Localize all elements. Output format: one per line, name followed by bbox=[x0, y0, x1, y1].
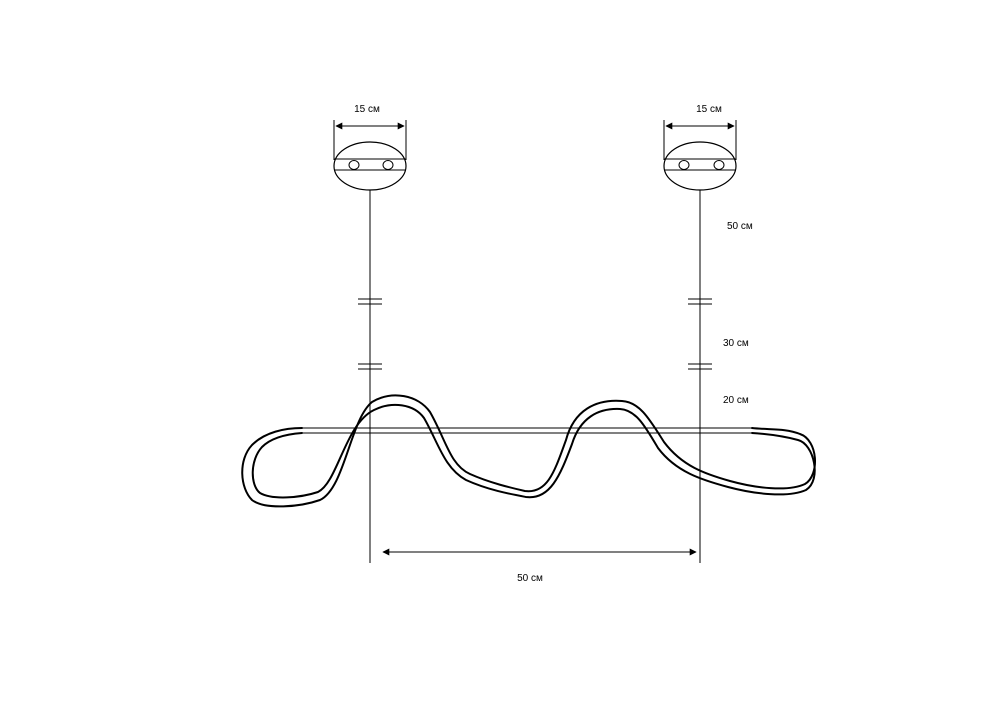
lamp-tube-outer bbox=[241, 394, 817, 508]
right-canopy-screw-1 bbox=[678, 160, 690, 170]
suspension-spacing-dimension: 50 см bbox=[382, 548, 697, 584]
cable-middle-length-label: 30 см bbox=[723, 338, 749, 349]
left-canopy-screw-1 bbox=[348, 160, 360, 170]
right-canopy-dimension: 15 см bbox=[663, 104, 737, 160]
left-canopy bbox=[333, 141, 407, 191]
left-canopy-body bbox=[333, 141, 407, 191]
lamp-body bbox=[241, 394, 817, 508]
suspension-spacing-label: 50 см bbox=[517, 573, 543, 584]
lamp-tube-inner bbox=[251, 403, 816, 499]
left-canopy-width-label: 15 см bbox=[354, 104, 380, 115]
right-canopy-screw-2 bbox=[713, 160, 725, 170]
right-suspension-cable bbox=[688, 190, 712, 563]
right-canopy-body bbox=[663, 141, 737, 191]
left-canopy-dimension: 15 см bbox=[333, 104, 407, 160]
left-canopy-screw-2 bbox=[382, 160, 394, 170]
cable-upper-length-label: 50 см bbox=[727, 221, 753, 232]
cable-lower-length-label: 20 см bbox=[723, 395, 749, 406]
right-canopy bbox=[663, 141, 737, 191]
left-suspension-cable bbox=[358, 190, 382, 563]
right-canopy-width-label: 15 см bbox=[696, 104, 722, 115]
